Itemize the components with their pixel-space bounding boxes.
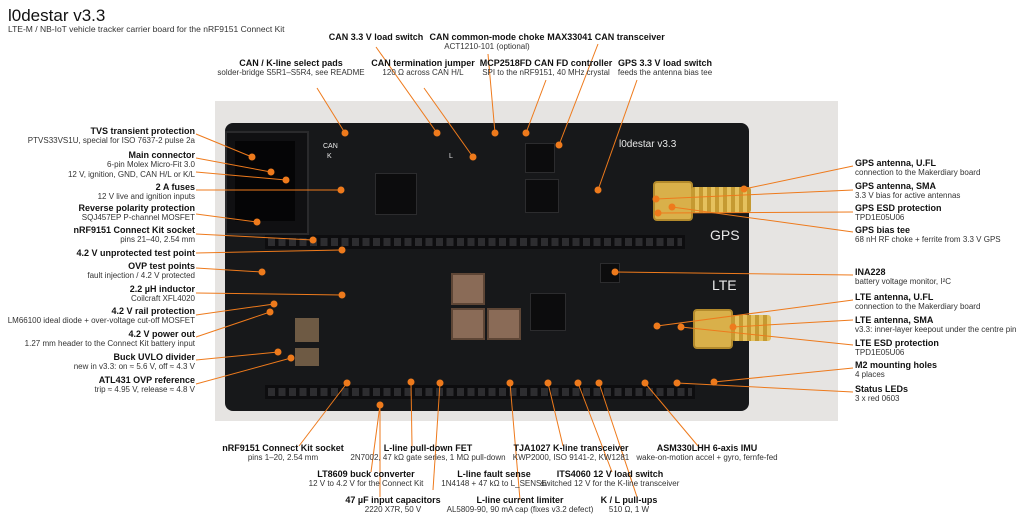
silk-l: L	[449, 153, 453, 160]
silk-k: K	[327, 153, 332, 160]
chip-ina228	[600, 263, 620, 283]
page-subtitle: LTE-M / NB-IoT vehicle tracker carrier b…	[8, 24, 285, 34]
inductor-part-2	[451, 308, 485, 340]
page-title: l0destar v3.3	[8, 6, 106, 25]
chip-buck	[530, 293, 566, 331]
inductor-part-3	[487, 308, 521, 340]
leader-dots	[248, 129, 748, 409]
header-strip-bottom	[265, 385, 695, 399]
silk-gps: GPS	[710, 227, 740, 243]
lte-sma-barrel	[731, 315, 771, 341]
chip-mcp2518fd	[525, 143, 555, 173]
chip-transceiver	[375, 173, 417, 215]
capacitor-part	[295, 318, 319, 342]
callout-can-33: CAN 3.3 V load switch	[328, 32, 424, 42]
header-strip-top	[265, 235, 685, 249]
chip-controller	[525, 179, 559, 213]
capacitor-part-2	[295, 348, 319, 366]
callout-max: MAX33041 CAN transceiver	[547, 32, 665, 42]
gps-sma-barrel	[691, 187, 751, 213]
silk-board-name: l0destar v3.3	[619, 139, 677, 150]
leader-lines	[195, 43, 854, 501]
callout-unprot: 4.2 V unprotected test point	[76, 248, 195, 258]
inductor-part	[451, 273, 485, 305]
silk-lte: LTE	[712, 277, 737, 293]
silk-can: CAN	[323, 143, 338, 150]
